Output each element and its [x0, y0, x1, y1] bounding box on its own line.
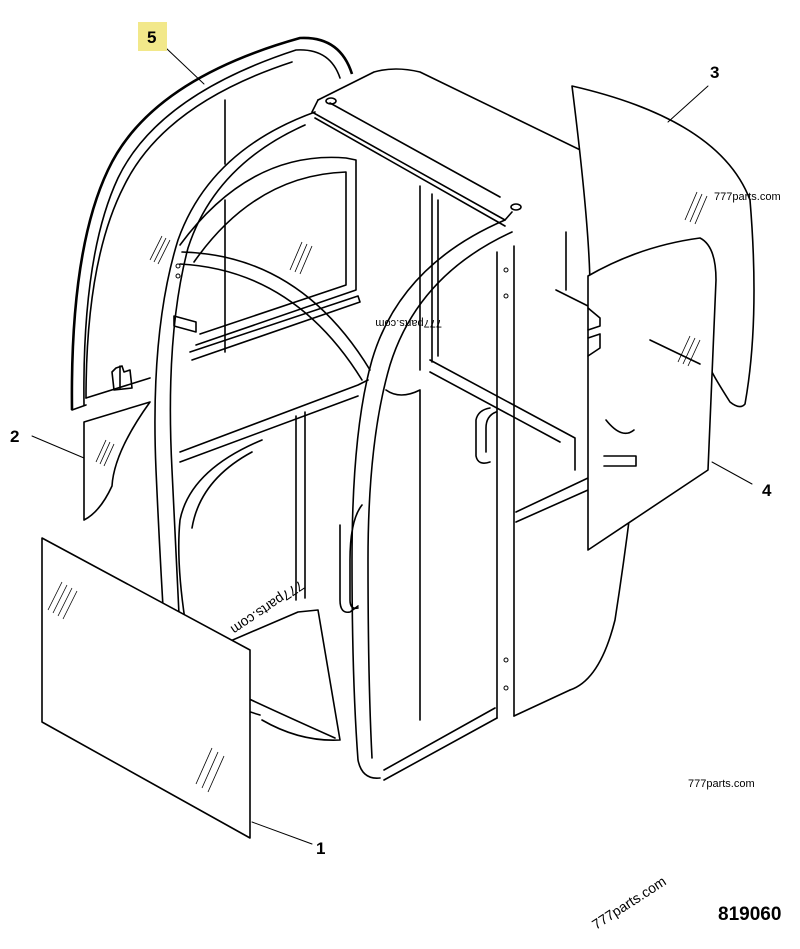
callout-4: 4: [762, 481, 772, 500]
callout-3: 3: [710, 63, 719, 82]
watermark-text: 777parts.com: [228, 578, 307, 639]
callouts: 5 2 3 4 1: [10, 22, 772, 858]
drawing-number: 819060: [718, 904, 781, 925]
part-5-upper-arched-glass: [70, 36, 354, 411]
watermark-text: 777parts.com: [375, 317, 442, 329]
callout-5-highlight: [138, 22, 167, 51]
leader-4: [711, 461, 753, 485]
callout-5: 5: [147, 28, 156, 47]
glass-hatch: [149, 235, 313, 275]
leader-3: [667, 85, 709, 123]
watermark-text: 777parts.com: [714, 191, 781, 203]
watermark-text: 777parts.com: [589, 873, 669, 933]
leader-2: [31, 435, 85, 459]
leader-lines: [31, 47, 753, 845]
leader-1: [251, 821, 313, 845]
part-2-small-side-glass: [83, 401, 151, 521]
part-1-front-glass: [41, 537, 251, 839]
callout-1: 1: [316, 839, 325, 858]
callout-2: 2: [10, 427, 19, 446]
part-4-door-glass: [587, 237, 717, 551]
watermark-text: 777parts.com: [688, 778, 755, 790]
leader-5: [165, 47, 205, 85]
